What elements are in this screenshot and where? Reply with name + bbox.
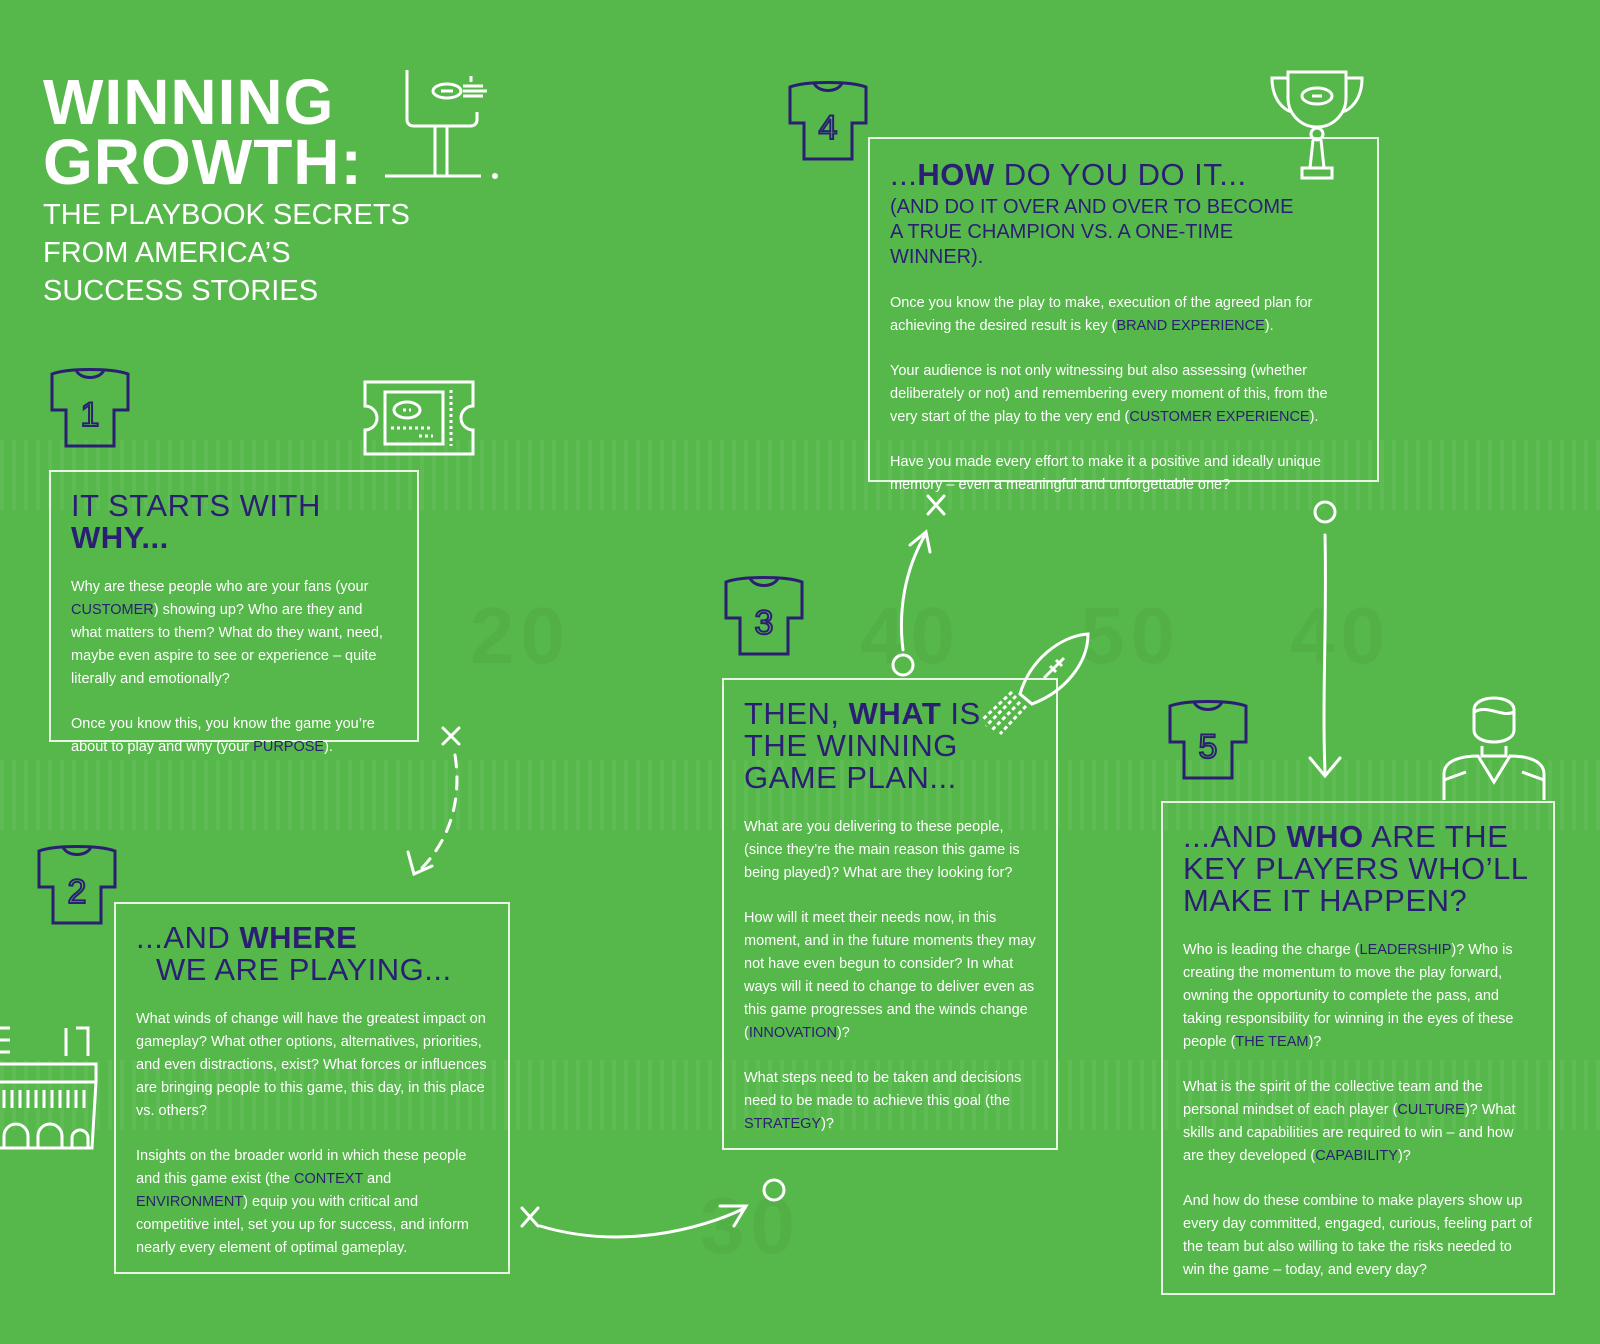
keyword: CUSTOMER bbox=[71, 602, 154, 618]
keyword: CUSTOMER EXPERIENCE bbox=[1129, 409, 1310, 425]
card-paragraph: Once you know the play to make, executio… bbox=[890, 295, 1313, 334]
page-title: WINNING GROWTH: bbox=[43, 66, 363, 198]
card-paragraph: How will it meet their needs now, in thi… bbox=[744, 910, 1036, 1041]
keyword: CAPABILITY bbox=[1315, 1148, 1398, 1164]
x-mark-icon bbox=[926, 494, 946, 516]
keyword: ENVIRONMENT bbox=[136, 1194, 244, 1210]
card-paragraph: Insights on the broader world in which t… bbox=[136, 1148, 469, 1256]
keyword: INNOVATION bbox=[748, 1025, 837, 1041]
title-line: WINNING bbox=[43, 66, 335, 138]
jersey-4-icon: 4 bbox=[788, 81, 868, 161]
keyword: LEADERSHIP bbox=[1359, 942, 1452, 958]
keyword: CONTEXT bbox=[293, 1171, 364, 1187]
title-line: GROWTH: bbox=[43, 126, 363, 198]
subtitle-line: THE PLAYBOOK SECRETS bbox=[43, 199, 410, 231]
card-heading: ...HOW DO YOU DO IT... bbox=[890, 157, 1247, 192]
page-subtitle: THE PLAYBOOK SECRETS FROM AMERICA’S SUCC… bbox=[43, 196, 410, 310]
down-arrow bbox=[1322, 533, 1327, 774]
ticket-icon bbox=[363, 380, 475, 456]
jersey-5-icon: 5 bbox=[1168, 700, 1248, 780]
goalpost-icon bbox=[385, 70, 498, 179]
keyword: CULTURE bbox=[1397, 1102, 1465, 1118]
step-how-card: ...HOW DO YOU DO IT... (AND DO IT OVER A… bbox=[868, 137, 1379, 493]
card-paragraph: Have you made every effort to make it a … bbox=[890, 454, 1321, 493]
card-paragraph: Why are these people who are your fans (… bbox=[71, 579, 383, 687]
card-paragraph: Your audience is not only witnessing but… bbox=[890, 363, 1328, 425]
card-paragraph: What steps need to be taken and decision… bbox=[744, 1070, 1022, 1132]
player-icon bbox=[1442, 696, 1546, 800]
card-paragraph: What are you delivering to these people,… bbox=[744, 819, 1020, 881]
card-paragraph: Once you know this, you know the game yo… bbox=[71, 716, 375, 755]
trophy-icon bbox=[1270, 70, 1364, 180]
card-heading: IT STARTS WITH WHY... bbox=[71, 488, 321, 555]
keyword: THE TEAM bbox=[1235, 1034, 1309, 1050]
yard-marker: 40 bbox=[860, 590, 961, 682]
svg-text:5: 5 bbox=[1199, 728, 1218, 766]
field-stripe bbox=[0, 440, 1600, 510]
keyword: BRAND EXPERIENCE bbox=[1116, 318, 1265, 334]
yard-marker: 40 bbox=[1290, 590, 1391, 682]
field-stripe bbox=[0, 1060, 1600, 1130]
straight-arrow bbox=[900, 533, 927, 652]
o-mark-icon bbox=[891, 653, 915, 677]
keyword: STRATEGY bbox=[744, 1116, 822, 1132]
card-subheading: (AND DO IT OVER AND OVER TO BECOME A TRU… bbox=[890, 196, 1294, 268]
o-mark-icon bbox=[762, 1178, 786, 1202]
card-paragraph: Who is leading the charge (LEADERSHIP)? … bbox=[1183, 942, 1514, 1050]
svg-text:2: 2 bbox=[68, 873, 87, 911]
svg-text:4: 4 bbox=[819, 109, 838, 147]
stadium-icon bbox=[0, 1026, 98, 1150]
o-mark-icon bbox=[1313, 500, 1337, 524]
x-mark-icon bbox=[520, 1206, 540, 1228]
yard-marker: 20 bbox=[470, 590, 571, 682]
card-paragraph: What is the spirit of the collective tea… bbox=[1183, 1079, 1516, 1164]
x-mark-icon bbox=[441, 726, 461, 746]
keyword: PURPOSE bbox=[253, 739, 325, 755]
svg-text:3: 3 bbox=[755, 604, 774, 642]
football-icon bbox=[980, 632, 1090, 736]
yard-marker: 30 bbox=[700, 1180, 801, 1272]
svg-text:1: 1 bbox=[81, 396, 100, 434]
yard-marker: 50 bbox=[1080, 590, 1181, 682]
dashed-arrow bbox=[418, 753, 459, 872]
jersey-3-icon: 3 bbox=[724, 576, 804, 656]
field-stripe bbox=[0, 760, 1600, 830]
curved-arrow bbox=[538, 1206, 747, 1239]
step-why-card: IT STARTS WITH WHY... Why are these peop… bbox=[49, 470, 419, 755]
jersey-1-icon: 1 bbox=[50, 368, 130, 448]
subtitle-line: SUCCESS STORIES bbox=[43, 275, 319, 307]
jersey-2-icon: 2 bbox=[37, 845, 117, 925]
card-paragraph: And how do these combine to make players… bbox=[1183, 1193, 1532, 1278]
card-paragraph: What winds of change will have the great… bbox=[136, 1011, 487, 1119]
subtitle-line: FROM AMERICA’S bbox=[43, 237, 291, 269]
